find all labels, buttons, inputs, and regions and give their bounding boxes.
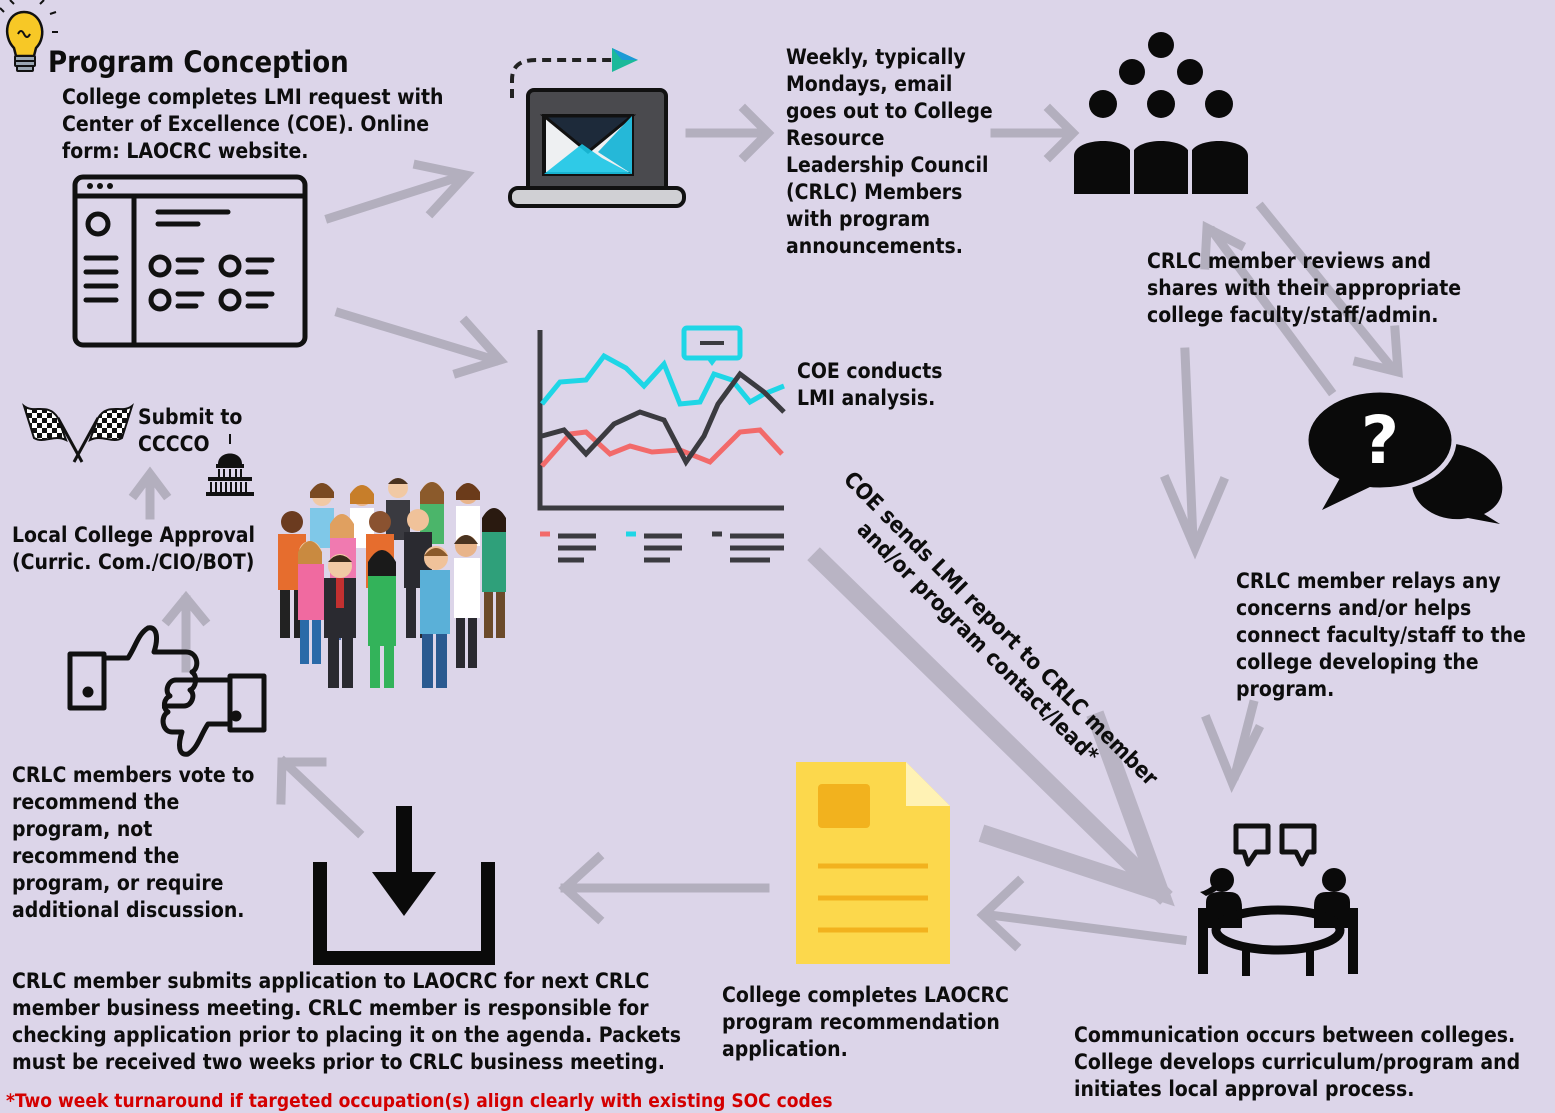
step-member-relays: CRLC member relays any concerns and/or h… (1236, 569, 1526, 701)
checkered-flags-icon (22, 403, 134, 463)
thumbs-up-down-icon (67, 625, 267, 757)
download-tray-icon (313, 806, 495, 965)
page-title: Program Conception (48, 45, 349, 79)
web-form-icon (72, 174, 308, 348)
step-weekly-email: Weekly, typically Mondays, email goes ou… (786, 45, 993, 258)
line-chart-icon (537, 325, 786, 563)
step-communication: Communication occurs between colleges. C… (1074, 1023, 1521, 1101)
footnote: *Two week turnaround if targeted occupat… (6, 1090, 833, 1112)
meeting-table-icon (1198, 823, 1358, 976)
laptop-email-icon (508, 48, 686, 208)
step-local-approval: Local College Approval (Curric. Com./CIO… (12, 523, 256, 574)
step-submit-cccco: Submit to CCCCO (138, 405, 243, 456)
step-member-reviews: CRLC member reviews and shares with thei… (1147, 249, 1462, 327)
step-coe-analysis: COE conducts LMI analysis. (797, 359, 943, 410)
step-members-vote: CRLC members vote to recommend the progr… (12, 763, 255, 922)
question-bubble-icon: ? (1303, 387, 1503, 524)
crowd-illustration (278, 478, 506, 688)
svg-text:?: ? (1361, 402, 1399, 479)
document-icon (796, 762, 950, 964)
step-college-completes-app: College completes LAOCRC program recomme… (722, 983, 1009, 1061)
step-lmi-request: College completes LMI request with Cente… (62, 85, 444, 163)
step-member-submits: CRLC member submits application to LAOCR… (12, 969, 682, 1074)
capitol-icon (206, 434, 254, 496)
lightbulb-icon (0, 0, 58, 72)
people-group-icon (1074, 32, 1248, 194)
